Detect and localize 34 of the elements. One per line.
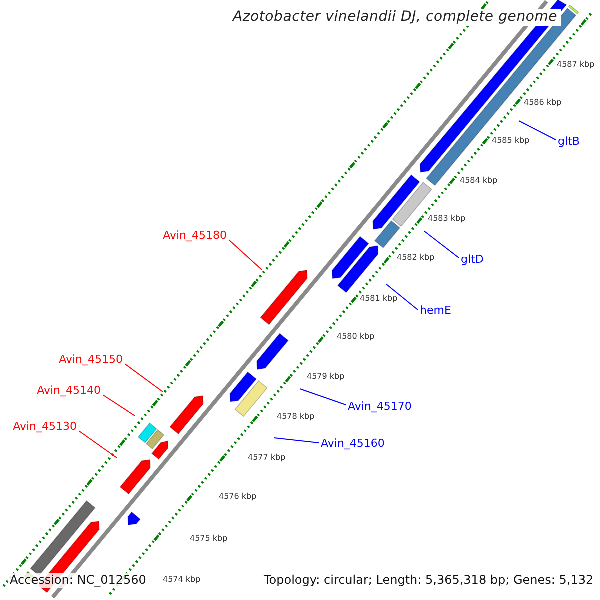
scale-label: 4576 kbp	[219, 493, 257, 502]
gene-label: hemE	[420, 305, 452, 318]
gene-label: gltD	[461, 254, 484, 266]
scale-label: 4581 kbp	[360, 295, 398, 304]
scale-label: 4580 kbp	[337, 333, 375, 342]
scale-label: 4578 kbp	[277, 413, 315, 422]
leader-line	[102, 394, 136, 416]
gene-label: Avin_45160	[321, 438, 385, 450]
gene-label: Avin_45140	[37, 385, 101, 398]
scale-label: 4575 kbp	[190, 535, 228, 544]
leader-line	[300, 388, 346, 406]
diagram-title: Azotobacter vinelandii DJ, complete genome	[230, 9, 561, 26]
leader-line	[228, 240, 262, 270]
scale-label: 4584 kbp	[460, 177, 498, 186]
leader-line	[124, 364, 164, 392]
gene-label: Avin_45150	[59, 354, 123, 366]
scale-label: 4585 kbp	[492, 137, 530, 146]
accession-text: Accession: NC_012560	[8, 573, 148, 588]
scale-label: 4586 kbp	[524, 99, 562, 108]
leader-line	[274, 438, 320, 444]
scale-label: 4577 kbp	[248, 454, 286, 463]
gene-label: Avin_45170	[348, 401, 412, 414]
leader-line	[424, 230, 460, 258]
leader-line	[78, 430, 118, 458]
scale-label: 4579 kbp	[307, 373, 345, 382]
scale-label: 4583 kbp	[428, 215, 466, 224]
scale-label: 4574 kbp	[163, 576, 201, 585]
leader-line	[386, 284, 418, 310]
leader-line	[518, 120, 556, 140]
scale-label: 4587 kbp	[557, 61, 595, 70]
scale-label: 4582 kbp	[397, 254, 435, 263]
gene-label: gltB	[558, 136, 580, 148]
gene-label: Avin_45130	[13, 421, 77, 434]
gene-label: Avin_45180	[163, 230, 227, 242]
